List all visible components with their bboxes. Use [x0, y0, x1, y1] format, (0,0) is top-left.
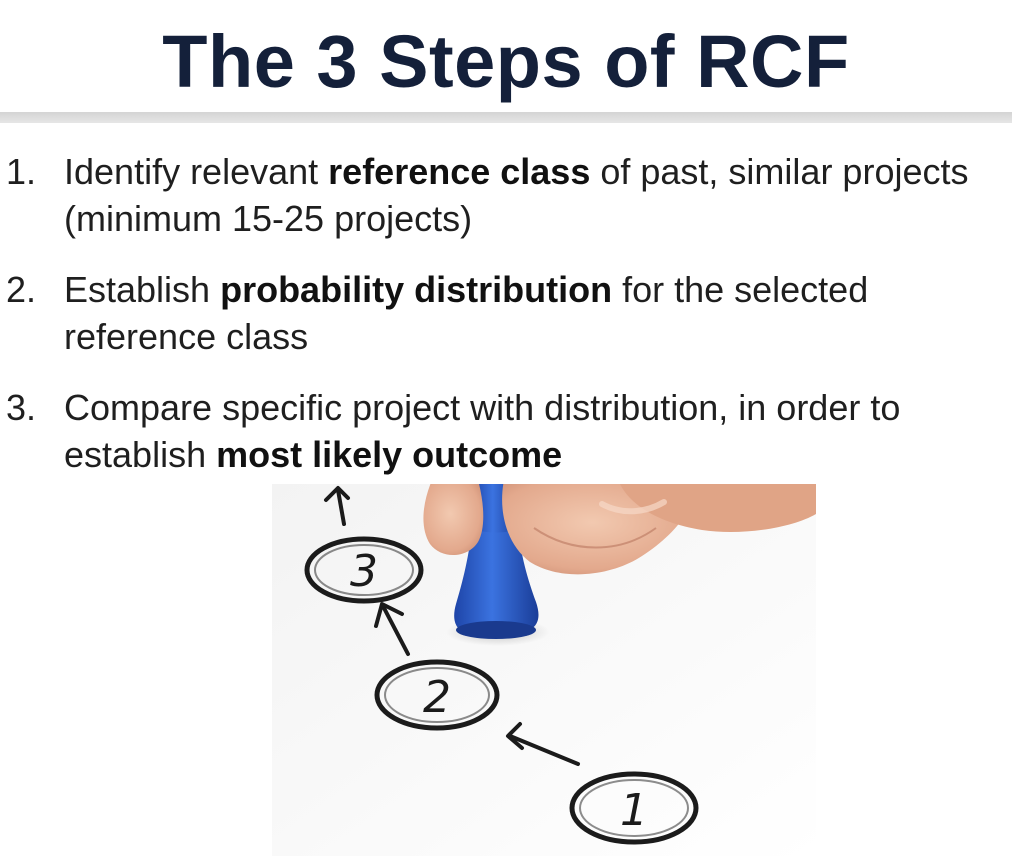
step-text-pre: Identify relevant	[64, 151, 329, 192]
step-item-1: 1. Identify relevant reference class of p…	[6, 148, 1006, 242]
step-text-post: for the selected reference class	[64, 269, 869, 357]
slide-title: The 3 Steps of RCF	[162, 20, 850, 103]
step-text-bold: probability distribution	[220, 269, 613, 310]
step-number: 1.	[6, 151, 37, 192]
arrow-1-to-2-icon	[506, 722, 580, 766]
step-text-bold: reference class	[328, 151, 591, 192]
arrow-up-icon	[324, 486, 350, 526]
steps-list: 1. Identify relevant reference class of p…	[6, 148, 1006, 502]
step-item-2: 2. Establish probability distribution for…	[6, 266, 1006, 360]
circle-label-2: 2	[423, 672, 451, 723]
illustration-svg: 3 2 1	[272, 480, 816, 856]
step-text-pre: Compare specific project with distributi…	[64, 387, 901, 475]
step-item-3: 3. Compare specific project with distribu…	[6, 384, 1006, 478]
hand-image	[423, 480, 816, 575]
steps-illustration: 3 2 1	[272, 480, 816, 856]
title-divider	[0, 112, 1012, 123]
step-text-post: of past, similar projects (minimum 15-25…	[64, 151, 969, 239]
step-number: 2.	[6, 269, 37, 310]
circle-label-1: 1	[620, 785, 648, 836]
step-circle-2-icon: 2	[374, 659, 500, 731]
step-text-bold: most likely outcome	[216, 434, 563, 475]
step-number: 3.	[6, 387, 37, 428]
step-circle-1-icon: 1	[569, 771, 699, 845]
step-circle-3-icon: 3	[304, 536, 424, 604]
step-text-pre: Establish	[64, 269, 221, 310]
arrow-2-to-3-icon	[374, 602, 410, 656]
circle-label-3: 3	[350, 546, 378, 597]
